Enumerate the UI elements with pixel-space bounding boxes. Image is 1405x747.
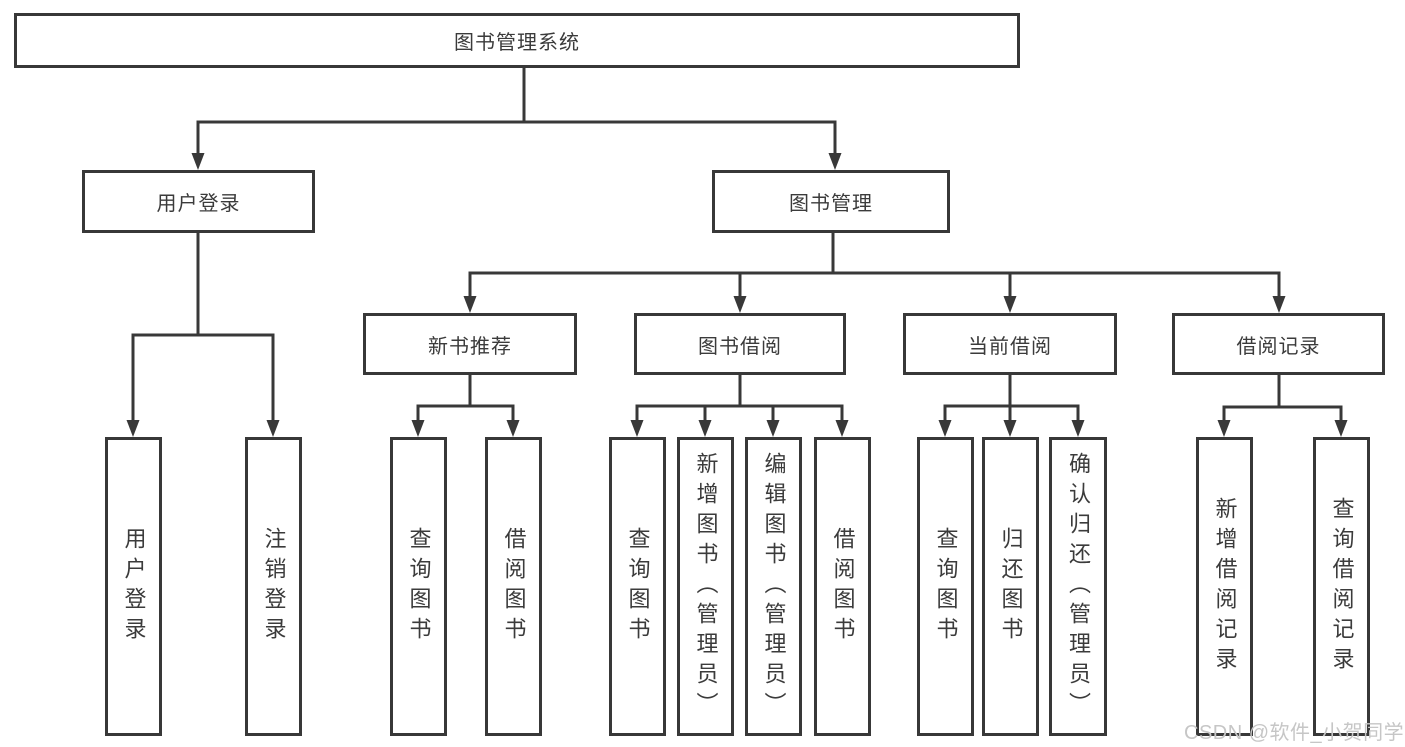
csdn-watermark: CSDN @软件_小贺同学 [1184,722,1405,744]
node-label: 用户登录 [156,193,241,215]
arrow-icon [698,420,712,437]
edge-records [1222,371,1343,426]
edge-new-books [416,371,515,426]
node-label: 图书管理系统 [454,32,580,54]
arrowheads [126,153,1348,437]
leaf-label: 注销登录 [261,526,287,647]
node-borrow-records: 借阅记录 [1172,313,1385,375]
connector-lines [131,64,1343,426]
arrow-icon [266,420,280,437]
leaf-label: 新增借阅记录 [1212,496,1238,677]
node-current-borrowing: 当前借阅 [903,313,1117,375]
arrow-icon [1217,420,1231,437]
node-label: 图书借阅 [698,335,782,358]
leaf-user-login: 用户登录 [105,437,162,736]
arrow-icon [733,296,747,313]
node-book-borrowing: 图书借阅 [634,313,846,375]
leaf-label: 用户登录 [121,526,147,647]
leaf-newbooks-borrow-books: 借阅图书 [485,437,542,736]
arrow-icon [835,420,849,437]
edge-root [196,64,837,158]
leaf-logout: 注销登录 [245,437,302,736]
node-label: 借阅记录 [1236,335,1321,358]
leaf-label: 查询图书 [625,526,651,647]
arrow-icon [1003,296,1017,313]
node-user-login-branch: 用户登录 [82,170,315,233]
arrow-icon [411,420,425,437]
leaf-label: 查询图书 [933,526,959,647]
leaf-records-add-record: 新增借阅记录 [1196,437,1253,736]
edge-current [943,371,1080,426]
leaf-label: 查询图书 [406,526,432,647]
leaf-label: 新增图书（管理员） [693,451,719,722]
leaf-newbooks-query-books: 查询图书 [390,437,447,736]
leaf-label: 确认归还（管理员） [1066,451,1091,722]
node-label: 当前借阅 [968,335,1052,358]
arrow-icon [1003,420,1017,437]
leaf-current-return-books: 归还图书 [982,437,1039,736]
leaf-borrowing-borrow-books: 借阅图书 [814,437,871,736]
edge-user-login [131,229,275,426]
leaf-current-query-books: 查询图书 [917,437,974,736]
arrow-icon [1272,296,1286,313]
node-book-management-branch: 图书管理 [712,170,950,233]
leaf-label: 借阅图书 [501,526,527,647]
leaf-records-query-record: 查询借阅记录 [1313,437,1370,736]
edge-book-mgmt [468,229,1281,302]
leaf-borrowing-edit-books-admin: 编辑图书（管理员） [745,437,802,736]
arrow-icon [191,153,205,170]
arrow-icon [506,420,520,437]
arrow-icon [828,153,842,170]
arrow-icon [938,420,952,437]
arrow-icon [126,420,140,437]
leaf-borrowing-query-books: 查询图书 [609,437,666,736]
arrow-icon [766,420,780,437]
leaf-label: 借阅图书 [830,526,856,647]
leaf-label: 归还图书 [998,526,1024,647]
arrow-icon [1071,420,1085,437]
leaf-current-confirm-return-admin: 确认归还（管理员） [1049,437,1107,736]
node-new-book-recommend: 新书推荐 [363,313,577,375]
node-system-root: 图书管理系统 [14,13,1020,68]
arrow-icon [1334,420,1348,437]
arrow-icon [463,296,477,313]
node-label: 新书推荐 [428,335,512,358]
leaf-label: 编辑图书（管理员） [761,451,787,722]
arrow-icon [630,420,644,437]
node-label: 图书管理 [789,193,873,215]
leaf-label: 查询借阅记录 [1329,496,1355,677]
edge-borrowing [635,371,844,426]
leaf-borrowing-add-books-admin: 新增图书（管理员） [677,437,734,736]
